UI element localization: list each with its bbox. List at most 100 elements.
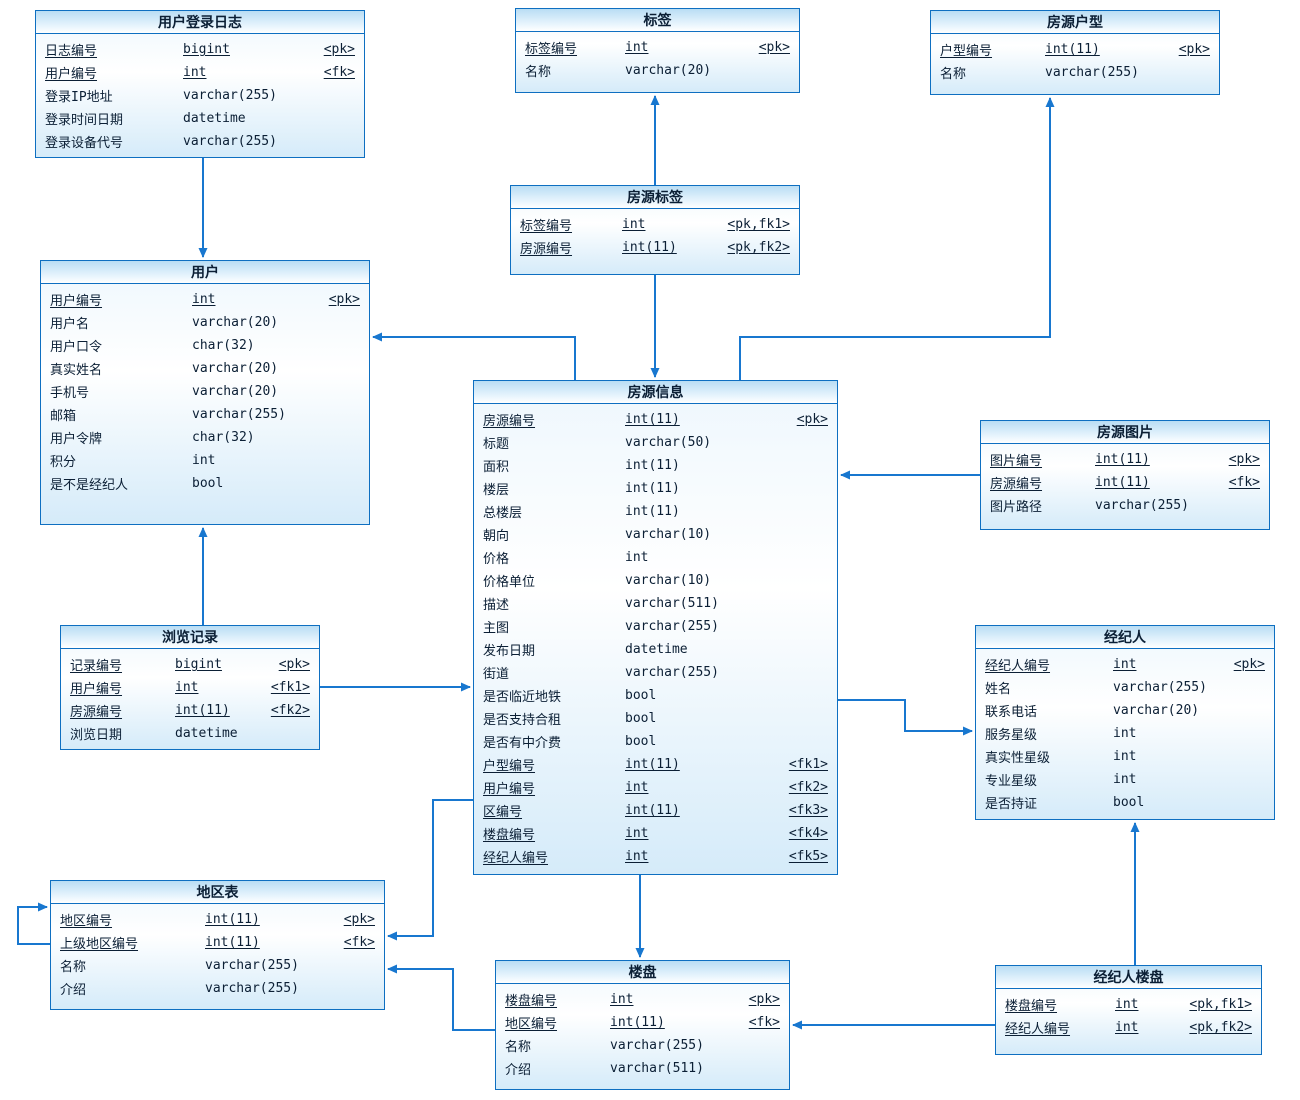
table-title: 房源标签: [511, 186, 799, 209]
column-name: 楼盘编号: [483, 828, 536, 843]
column-row: 是否持证 bool: [976, 791, 1274, 814]
column-name: 是否支持合租: [483, 713, 562, 728]
column-row: 名称 varchar(255): [496, 1034, 789, 1057]
column-name: 地区编号: [505, 1017, 558, 1032]
column-type: int: [175, 680, 199, 695]
column-row: 用户编号 int <fk>: [36, 61, 364, 84]
column-name: 积分: [50, 455, 77, 470]
column-row: 标签编号 int <pk,fk1>: [511, 213, 799, 236]
table-columns: 用户编号 int <pk> 用户名 varchar(20) 用户口令 char(…: [41, 284, 369, 524]
column-row: 用户名 varchar(20): [41, 311, 369, 334]
column-type: varchar(255): [1045, 65, 1139, 80]
column-type: int: [1113, 657, 1137, 672]
column-name: 上级地区编号: [60, 937, 139, 952]
column-name: 用户编号: [50, 294, 103, 309]
column-name: 服务星级: [985, 728, 1038, 743]
column-type: varchar(20): [625, 63, 712, 78]
relation-housing-info--region[interactable]: [387, 799, 473, 941]
entity-table-housing-tag[interactable]: 房源标签 标签编号 int <pk,fk1> 房源编号 int(11) <pk,…: [510, 185, 800, 275]
column-type: int: [625, 780, 649, 795]
column-row: 上级地区编号 int(11) <fk>: [51, 931, 384, 954]
table-title: 经纪人楼盘: [996, 966, 1261, 989]
column-type: char(32): [192, 338, 255, 353]
column-type: char(32): [192, 430, 255, 445]
entity-table-housing-image[interactable]: 房源图片 图片编号 int(11) <pk> 房源编号 int(11) <fk>…: [980, 420, 1270, 530]
column-name: 楼层: [483, 483, 510, 498]
column-row: 登录设备代号 varchar(255): [36, 130, 364, 153]
entity-table-housing-type[interactable]: 房源户型 户型编号 int(11) <pk> 名称 varchar(255): [930, 10, 1220, 95]
column-row: 专业星级 int: [976, 768, 1274, 791]
column-name: 总楼层: [483, 506, 523, 521]
column-row: 用户编号 int <fk1>: [61, 676, 319, 699]
column-type: bool: [625, 688, 657, 703]
column-key-indicator: <pk,fk2>: [727, 240, 790, 255]
relation-building--region[interactable]: [387, 964, 495, 1031]
column-name: 面积: [483, 460, 510, 475]
column-type: int(11): [622, 240, 677, 255]
column-key-indicator: <pk>: [328, 292, 360, 307]
column-name: 介绍: [60, 983, 87, 998]
column-name: 区编号: [483, 805, 523, 820]
column-type: int(11): [205, 935, 260, 950]
column-name: 介绍: [505, 1063, 532, 1078]
column-key-indicator: <pk>: [748, 992, 780, 1007]
column-key-indicator: <pk>: [796, 412, 828, 427]
column-name: 登录设备代号: [45, 136, 124, 151]
column-type: varchar(20): [1113, 703, 1200, 718]
column-row: 经纪人编号 int <fk5>: [474, 845, 837, 868]
column-name: 图片路径: [990, 500, 1043, 515]
column-name: 户型编号: [940, 44, 993, 59]
column-name: 房源编号: [990, 477, 1043, 492]
column-type: varchar(255): [625, 619, 719, 634]
column-row: 名称 varchar(20): [516, 59, 799, 82]
column-row: 浏览日期 datetime: [61, 722, 319, 745]
column-type: int: [625, 826, 649, 841]
column-row: 主图 varchar(255): [474, 615, 837, 638]
column-name: 是不是经纪人: [50, 478, 129, 493]
column-key-indicator: <fk1>: [788, 757, 828, 772]
column-type: int: [183, 65, 207, 80]
entity-table-user[interactable]: 用户 用户编号 int <pk> 用户名 varchar(20) 用户口令 ch…: [40, 260, 370, 525]
column-type: int(11): [205, 912, 260, 927]
column-name: 房源编号: [483, 414, 536, 429]
column-row: 邮箱 varchar(255): [41, 403, 369, 426]
entity-table-user-login-log[interactable]: 用户登录日志 日志编号 bigint <pk> 用户编号 int <fk> 登录…: [35, 10, 365, 158]
entity-table-tag[interactable]: 标签 标签编号 int <pk> 名称 varchar(20): [515, 8, 800, 93]
column-row: 手机号 varchar(20): [41, 380, 369, 403]
column-name: 浏览日期: [70, 728, 123, 743]
relation-region--region-self[interactable]: [17, 902, 50, 945]
entity-table-region[interactable]: 地区表 地区编号 int(11) <pk> 上级地区编号 int(11) <fk…: [50, 880, 385, 1010]
relation-housing-info--agent[interactable]: [838, 699, 973, 736]
column-name: 手机号: [50, 386, 90, 401]
table-title: 标签: [516, 9, 799, 32]
table-columns: 经纪人编号 int <pk> 姓名 varchar(255) 联系电话 varc…: [976, 649, 1274, 819]
column-key-indicator: <pk,fk2>: [1189, 1020, 1252, 1035]
column-name: 房源编号: [520, 242, 573, 257]
column-type: varchar(255): [183, 134, 277, 149]
column-row: 真实姓名 varchar(20): [41, 357, 369, 380]
table-columns: 地区编号 int(11) <pk> 上级地区编号 int(11) <fk> 名称…: [51, 904, 384, 1009]
entity-table-building[interactable]: 楼盘 楼盘编号 int <pk> 地区编号 int(11) <fk> 名称 va…: [495, 960, 790, 1090]
entity-table-agent-building[interactable]: 经纪人楼盘 楼盘编号 int <pk,fk1> 经纪人编号 int <pk,fk…: [995, 965, 1262, 1055]
column-name: 朝向: [483, 529, 510, 544]
column-key-indicator: <fk>: [1228, 475, 1260, 490]
column-row: 介绍 varchar(511): [496, 1057, 789, 1080]
entity-table-browse-record[interactable]: 浏览记录 记录编号 bigint <pk> 用户编号 int <fk1> 房源编…: [60, 625, 320, 750]
column-row: 地区编号 int(11) <fk>: [496, 1011, 789, 1034]
column-type: varchar(20): [192, 384, 279, 399]
relation-housing-info--housing-type[interactable]: [739, 97, 1055, 380]
column-key-indicator: <pk>: [343, 912, 375, 927]
entity-table-housing-info[interactable]: 房源信息 房源编号 int(11) <pk> 标题 varchar(50) 面积…: [473, 380, 838, 875]
column-name: 专业星级: [985, 774, 1038, 789]
column-type: varchar(255): [183, 88, 277, 103]
column-row: 房源编号 int(11) <pk>: [474, 408, 837, 431]
column-row: 价格 int: [474, 546, 837, 569]
column-key-indicator: <fk>: [323, 65, 355, 80]
column-row: 总楼层 int(11): [474, 500, 837, 523]
relation-housing-info--user[interactable]: [372, 332, 576, 380]
column-name: 是否有中介费: [483, 736, 562, 751]
column-row: 经纪人编号 int <pk>: [976, 653, 1274, 676]
entity-table-agent[interactable]: 经纪人 经纪人编号 int <pk> 姓名 varchar(255) 联系电话 …: [975, 625, 1275, 820]
column-type: datetime: [625, 642, 688, 657]
